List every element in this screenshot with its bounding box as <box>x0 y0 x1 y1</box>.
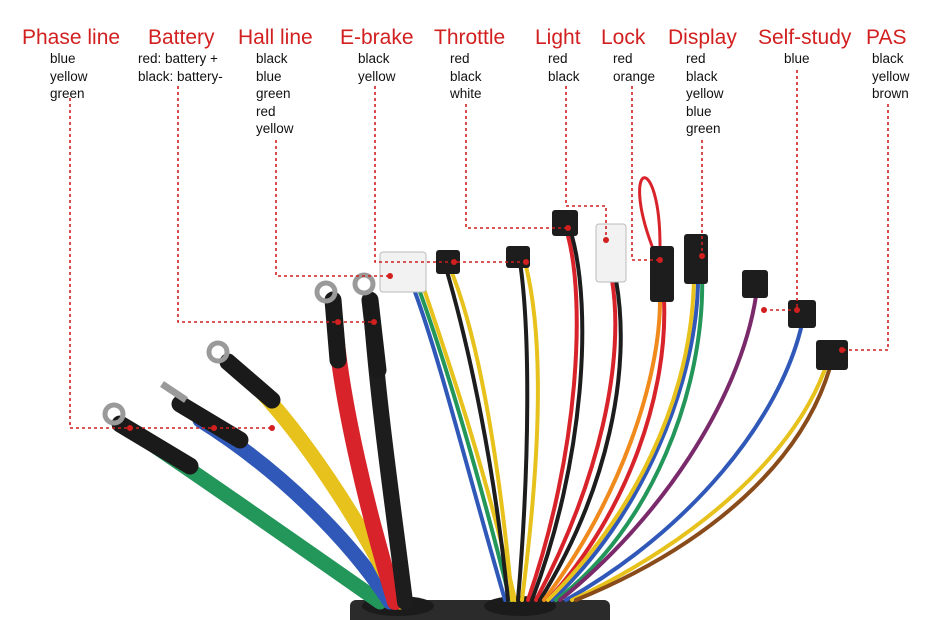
wire-color: red <box>548 51 568 66</box>
label-title: Display <box>668 26 737 49</box>
wire-color: black <box>450 68 482 84</box>
wire-color: red: battery + <box>138 51 218 66</box>
label-self-study: Self-study blue <box>758 26 851 68</box>
label-throttle: Throttle red black white <box>434 26 505 103</box>
thin-wires <box>413 176 834 602</box>
label-title: PAS <box>866 26 907 49</box>
wire-color: red <box>256 103 276 119</box>
label-title: Throttle <box>434 26 506 49</box>
label-title: Hall line <box>238 26 313 49</box>
wire-color: green <box>686 121 721 136</box>
wire-color: yellow <box>50 68 88 84</box>
wire-color: orange <box>613 68 656 84</box>
leader-lines <box>69 70 889 429</box>
wire-color: red <box>686 51 706 66</box>
label-battery: Battery red: battery + black: battery- <box>138 26 223 85</box>
label-hall-line: Hall line black blue green red yellow <box>238 26 313 138</box>
grommet-right <box>484 596 556 616</box>
label-title: Phase line <box>22 26 121 49</box>
label-title: Lock <box>601 26 646 49</box>
wire-color: yellow <box>358 68 396 84</box>
wire-color: yellow <box>872 68 910 84</box>
wire-color: brown <box>872 86 909 101</box>
wire-color: green <box>256 86 291 101</box>
wire-color: red <box>450 51 470 66</box>
wire-color: yellow <box>256 121 294 136</box>
wire-color: blue <box>686 103 712 119</box>
label-title: Self-study <box>758 26 852 49</box>
label-display: Display red black yellow blue green <box>668 26 737 138</box>
wire-color: blue <box>50 51 76 66</box>
wire-color: red <box>613 51 633 66</box>
wire-color: black <box>686 68 718 84</box>
wire-color: blue <box>256 68 282 84</box>
label-pas: PAS black yellow brown <box>866 26 910 103</box>
wire-color: black <box>256 51 288 66</box>
connector-plugs <box>379 210 848 370</box>
label-lock: Lock red orange <box>601 26 655 85</box>
heat-shrink <box>111 291 387 475</box>
wire-color: black <box>548 68 580 84</box>
wire-color: blue <box>784 51 810 66</box>
label-title: Battery <box>148 26 215 49</box>
label-e-brake: E-brake black yellow <box>340 26 414 85</box>
wire-color: black <box>358 51 390 66</box>
label-title: E-brake <box>340 26 414 49</box>
label-light: Light red black <box>535 26 581 85</box>
wire-color: white <box>450 86 482 101</box>
ring-terminals <box>102 272 376 426</box>
leader-dots <box>127 225 845 431</box>
wire-color: black <box>872 51 904 66</box>
wire-color: yellow <box>686 86 724 101</box>
wire-color: black: battery- <box>138 68 223 84</box>
label-phase-line: Phase line blue yellow green <box>22 26 120 103</box>
label-title: Light <box>535 26 581 49</box>
wire-color: green <box>50 86 85 101</box>
